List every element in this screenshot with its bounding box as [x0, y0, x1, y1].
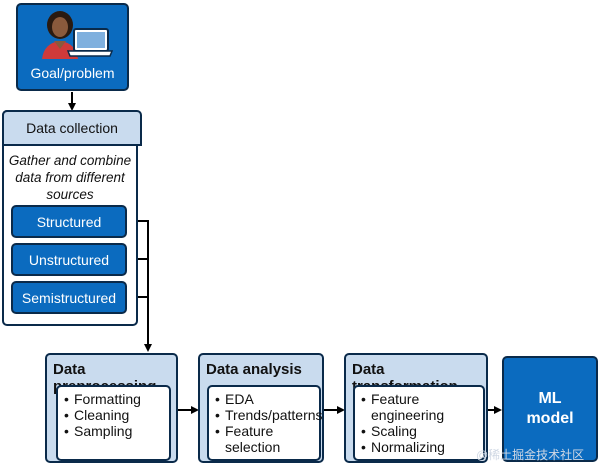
- list-item: Scaling: [361, 423, 477, 439]
- source-semistructured: Semistructured: [11, 281, 127, 314]
- stage-items-box: Feature engineering Scaling Normalizing: [353, 385, 485, 461]
- stage-data-preprocessing: Data preprocessing Formatting Cleaning S…: [45, 353, 178, 463]
- list-item: Cleaning: [64, 407, 163, 423]
- watermark-text: @稀土掘金技术社区: [476, 448, 585, 462]
- data-collection-description: Gather and combine data from different s…: [8, 153, 132, 202]
- stage-data-analysis: Data analysis EDA Trends/patterns Featur…: [198, 353, 324, 463]
- ml-model-label: ML model: [526, 390, 574, 427]
- stage-items-box: Formatting Cleaning Sampling: [56, 385, 171, 461]
- source-unstructured: Unstructured: [11, 243, 127, 276]
- list-item: Feature selection: [215, 423, 313, 455]
- list-item: Normalizing: [361, 439, 477, 455]
- stage-title: Data analysis: [206, 361, 302, 378]
- data-collection-title: Data collection: [26, 120, 118, 136]
- goal-label: Goal/problem: [30, 65, 115, 81]
- stage-items-box: EDA Trends/patterns Feature selection: [207, 385, 323, 461]
- stage-data-transformation: Data transformation Feature engineering …: [344, 353, 488, 463]
- list-item: EDA: [215, 391, 313, 407]
- list-item: Formatting: [64, 391, 163, 407]
- list-item: Sampling: [64, 423, 163, 439]
- ml-model-box: ML model: [502, 356, 598, 462]
- list-item: Feature engineering: [361, 391, 477, 423]
- goal-box: Goal/problem: [16, 3, 129, 91]
- person-laptop-icon: [42, 11, 114, 59]
- list-item: Trends/patterns: [215, 407, 323, 423]
- data-collection-header: Data collection: [2, 110, 142, 146]
- source-structured: Structured: [11, 205, 127, 238]
